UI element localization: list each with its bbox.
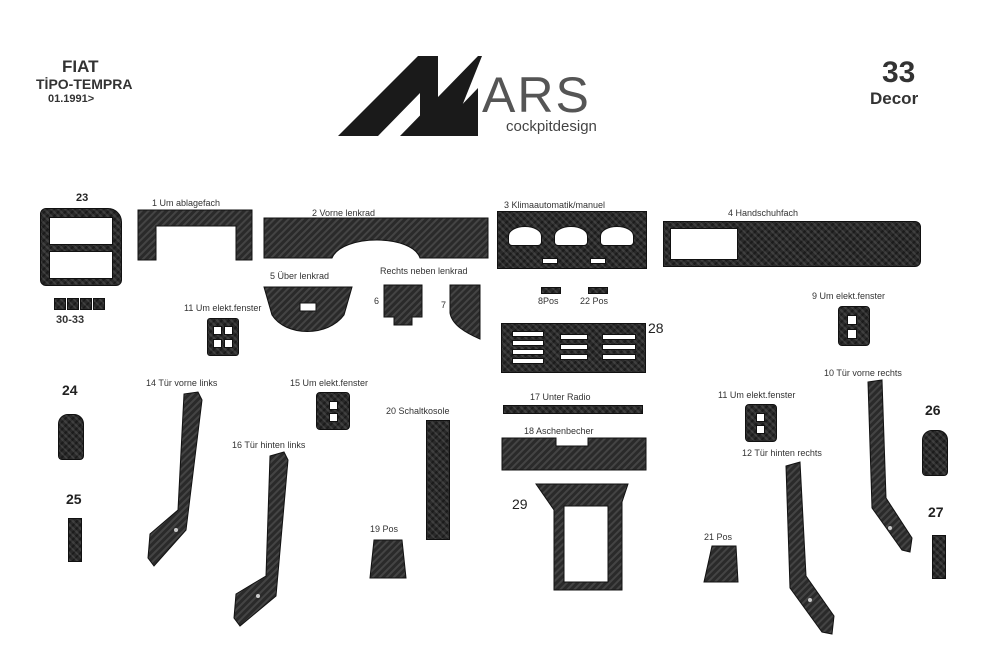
part-number-30-33: 30-33 — [56, 314, 85, 326]
part-label-13: 11 Um elekt.fenster — [184, 303, 262, 313]
part-label-14: 14 Tür vorne links — [146, 378, 218, 388]
part-label-3: 3 Klimaautomatik/manuel — [504, 200, 606, 210]
part-15-switch — [316, 392, 350, 430]
part-16-shape — [233, 451, 289, 627]
part-number-23: 23 — [76, 192, 89, 204]
part-25-piece — [68, 518, 82, 562]
part-label-8pos: 8Pos — [538, 296, 559, 306]
part-21-shape — [703, 545, 739, 583]
part-19-shape — [369, 539, 407, 579]
part-10-shape — [867, 379, 913, 553]
mars-logo — [338, 56, 482, 136]
part-26-piece — [922, 430, 948, 476]
part-11-switch — [745, 404, 777, 442]
part-7-shape — [449, 284, 481, 340]
part-label-22pos: 22 Pos — [580, 296, 609, 306]
part-22-piece — [588, 287, 608, 294]
part-6-shape — [383, 284, 423, 326]
part-29-shape — [535, 483, 629, 591]
part-label-19: 19 Pos — [370, 524, 399, 534]
part-label-1: 1 Um ablagefach — [152, 198, 221, 208]
part-label-10: 10 Tür vorne rechts — [824, 368, 902, 378]
part-2-shape — [263, 217, 489, 259]
part-label-12: 12 Tür hinten rechts — [742, 448, 822, 458]
part-label-11: 11 Um elekt.fenster — [718, 390, 796, 400]
part-24-piece — [58, 414, 84, 460]
part-label-4: 4 Handschuhfach — [728, 208, 799, 218]
part-20-piece — [426, 420, 450, 540]
part-5-shape — [263, 286, 353, 332]
part-number-29: 29 — [512, 496, 528, 512]
part-number-24: 24 — [62, 382, 78, 398]
part-27-piece — [932, 535, 946, 579]
part-4-panel — [663, 221, 921, 267]
part-13-switch — [207, 318, 239, 356]
part-number-28: 28 — [648, 320, 664, 336]
part-8-piece — [541, 287, 561, 294]
model-date: 01.1991> — [48, 93, 95, 105]
model-title: TİPO-TEMPRA — [36, 76, 133, 92]
part-30-33-pieces — [54, 298, 106, 310]
part-label-right-wheel: Rechts neben lenkrad — [380, 266, 468, 276]
decor-count: 33 — [882, 56, 916, 89]
part-label-21: 21 Pos — [704, 532, 733, 542]
part-14-shape — [147, 391, 203, 567]
part-label-18: 18 Aschenbecher — [524, 426, 594, 436]
part-label-9: 9 Um elekt.fenster — [812, 291, 886, 301]
part-17-strip — [503, 405, 643, 414]
logo-text: ARS — [482, 67, 591, 123]
part-label-15: 15 Um elekt.fenster — [290, 378, 369, 388]
part-number-27: 27 — [928, 504, 944, 520]
part-label-6: 6 — [374, 296, 380, 306]
part-18-shape — [501, 437, 647, 471]
part-label-17: 17 Unter Radio — [530, 392, 591, 402]
part-1-shape — [137, 209, 253, 261]
part-12-shape — [785, 461, 835, 635]
decor-label: Decor — [870, 89, 919, 108]
part-28-panel — [501, 323, 646, 373]
part-23-bezel — [40, 208, 122, 286]
part-number-26: 26 — [925, 402, 941, 418]
logo-subtext: cockpitdesign — [506, 118, 597, 135]
part-label-5: 5 Über lenkrad — [270, 271, 330, 281]
part-3-panel — [497, 211, 647, 269]
part-label-7: 7 — [441, 300, 447, 310]
brand-title: FIAT — [62, 57, 99, 76]
part-9-switch — [838, 306, 870, 346]
part-number-25: 25 — [66, 491, 82, 507]
part-label-16: 16 Tür hinten links — [232, 440, 306, 450]
part-label-2: 2 Vorne lenkrad — [312, 208, 376, 218]
part-label-20: 20 Schaltkosole — [386, 406, 450, 416]
